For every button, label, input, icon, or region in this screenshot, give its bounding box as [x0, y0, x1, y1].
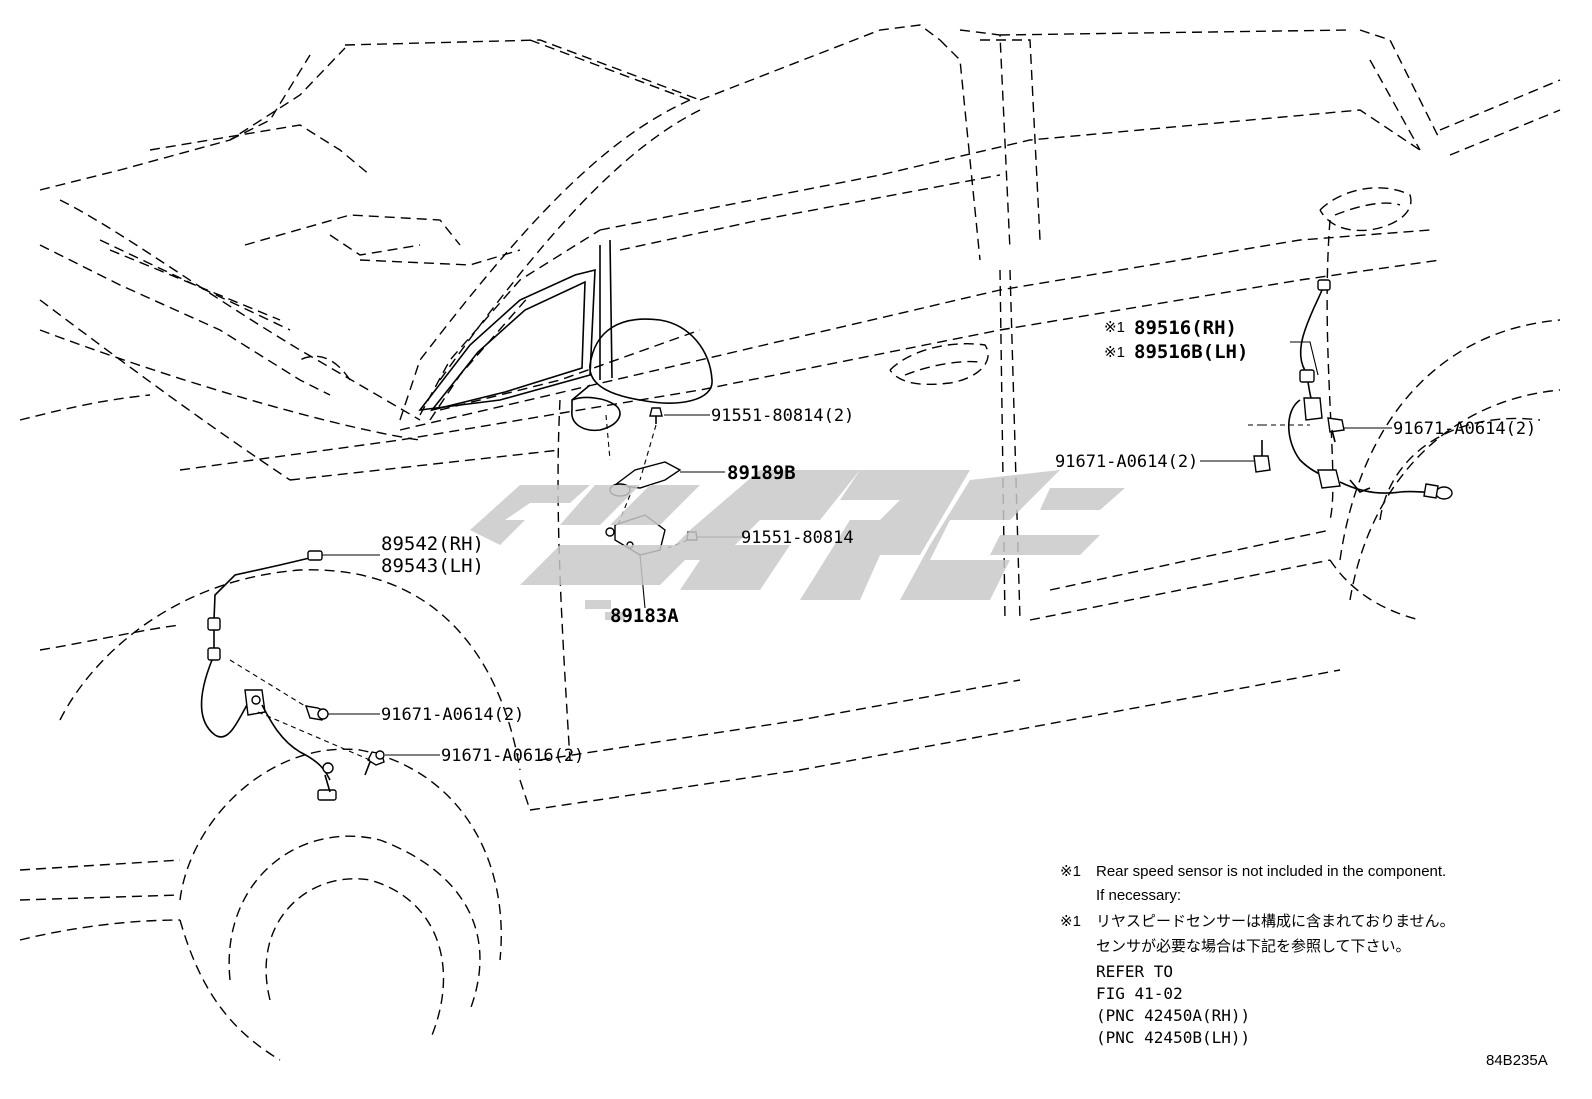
label-91671-a0614-rear-left: 91671-A0614(2)	[1055, 452, 1198, 472]
rear-sensor-marker-rh: ※1	[1104, 319, 1125, 336]
note-jp-line2: センサが必要な場合は下記を参照して下さい。	[1096, 938, 1411, 955]
note-marker-en: ※1	[1060, 863, 1081, 880]
label-91551-80814: 91551-80814	[741, 528, 854, 548]
rear-speed-sensor	[1288, 279, 1453, 500]
label-89183a: 89183A	[610, 605, 679, 627]
note-pnc-lh: (PNC 42450B(LH))	[1096, 1028, 1250, 1047]
label-91671-a0614-rear-right: 91671-A0614(2)	[1393, 419, 1536, 439]
rear-sensor-marker-lh: ※1	[1104, 344, 1125, 361]
note-en-line1: Rear speed sensor is not included in the…	[1096, 863, 1446, 880]
label-89516b-lh: 89516B(LH)	[1134, 341, 1248, 363]
label-89189b: 89189B	[727, 462, 796, 484]
note-pnc-rh: (PNC 42450A(RH))	[1096, 1006, 1250, 1025]
part-labels: 91551-80814(2) 89189B 91551-80814 89183A…	[381, 317, 1536, 766]
screw-icon	[649, 407, 663, 424]
label-89516-rh: 89516(RH)	[1134, 317, 1237, 339]
front-speed-sensor	[200, 550, 337, 801]
figure-code: 84B235A	[1486, 1052, 1548, 1069]
bolt-icon	[1253, 440, 1271, 473]
label-89543-lh: 89543(LH)	[381, 555, 484, 577]
quarter-window	[418, 239, 613, 412]
note-en-line2: If necessary:	[1096, 887, 1181, 904]
note-fig: FIG 41-02	[1096, 984, 1183, 1003]
label-89542-rh: 89542(RH)	[381, 533, 484, 555]
label-91671-a0614-front: 91671-A0614(2)	[381, 705, 524, 725]
side-mirror	[571, 318, 713, 432]
bolt-icon	[1327, 417, 1345, 443]
footnotes: ※1 Rear speed sensor is not included in …	[1060, 863, 1455, 1047]
bolt-icon	[364, 750, 385, 776]
note-refer-to: REFER TO	[1096, 962, 1173, 981]
watermark-logo	[470, 470, 1125, 620]
label-91671-a0616: 91671-A0616(2)	[441, 746, 584, 766]
bolt-icon	[304, 705, 329, 721]
car-body-outline	[19, 24, 1561, 1061]
note-marker-jp: ※1	[1060, 913, 1081, 930]
note-jp-line1: リヤスピードセンサーは構成に含まれておりません。	[1096, 913, 1455, 930]
label-91551-80814-2: 91551-80814(2)	[711, 406, 854, 426]
